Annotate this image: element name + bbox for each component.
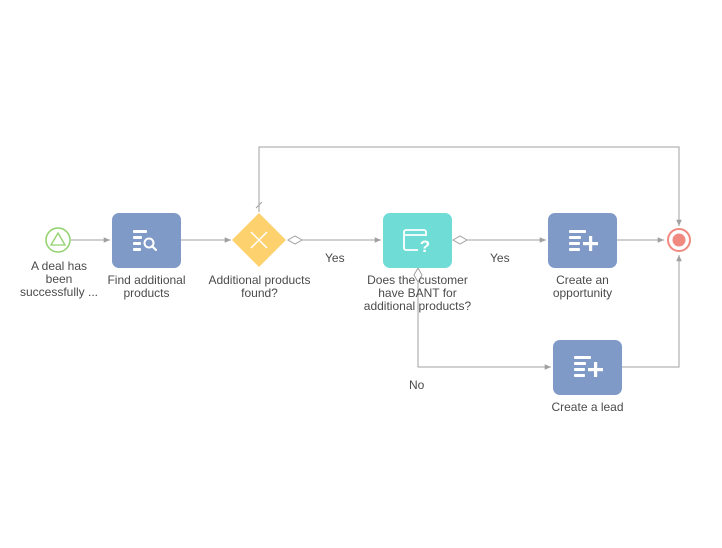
default-flow-marker-icon [255, 201, 263, 209]
bant-no-label: No [409, 378, 425, 392]
lead-task-label: Create a lead [551, 400, 624, 414]
task-does-customer-have-bant[interactable]: ? [383, 213, 452, 268]
list-search-icon [133, 230, 158, 252]
gateway-yes-label: Yes [325, 251, 345, 265]
bant-yes-label: Yes [490, 251, 510, 265]
x-gateway-icon [250, 231, 268, 249]
find-task-label: Find additional products [107, 273, 186, 300]
conditional-flow-marker-icon [286, 235, 304, 245]
task-create-opportunity[interactable] [548, 213, 617, 268]
bant-task-label: Does the customer have BANT for addition… [363, 273, 472, 313]
triangle-start-icon [49, 231, 67, 246]
list-plus-icon [574, 356, 603, 377]
start-event[interactable] [45, 227, 71, 253]
task-create-lead[interactable] [553, 340, 622, 395]
window-question-icon: ? [403, 229, 432, 256]
end-event[interactable] [667, 228, 691, 252]
start-event-label: A deal has been successfully ... [19, 259, 99, 299]
svg-text:?: ? [420, 237, 430, 256]
task-find-additional-products[interactable] [112, 213, 181, 268]
list-plus-icon [569, 230, 598, 251]
gateway-label: Additional products found? [208, 273, 311, 300]
conditional-flow-marker-icon [451, 235, 469, 245]
end-event-icon [672, 233, 686, 247]
flow-gateway-loop-to-end[interactable] [258, 146, 682, 226]
flow-lead-to-end[interactable] [622, 255, 682, 368]
conditional-flow-marker-icon [413, 266, 423, 284]
flow-bant-no-to-lead[interactable] [417, 268, 551, 370]
exclusive-gateway[interactable] [232, 213, 286, 267]
connectors [71, 146, 682, 370]
opportunity-task-label: Create an opportunity [552, 273, 613, 300]
